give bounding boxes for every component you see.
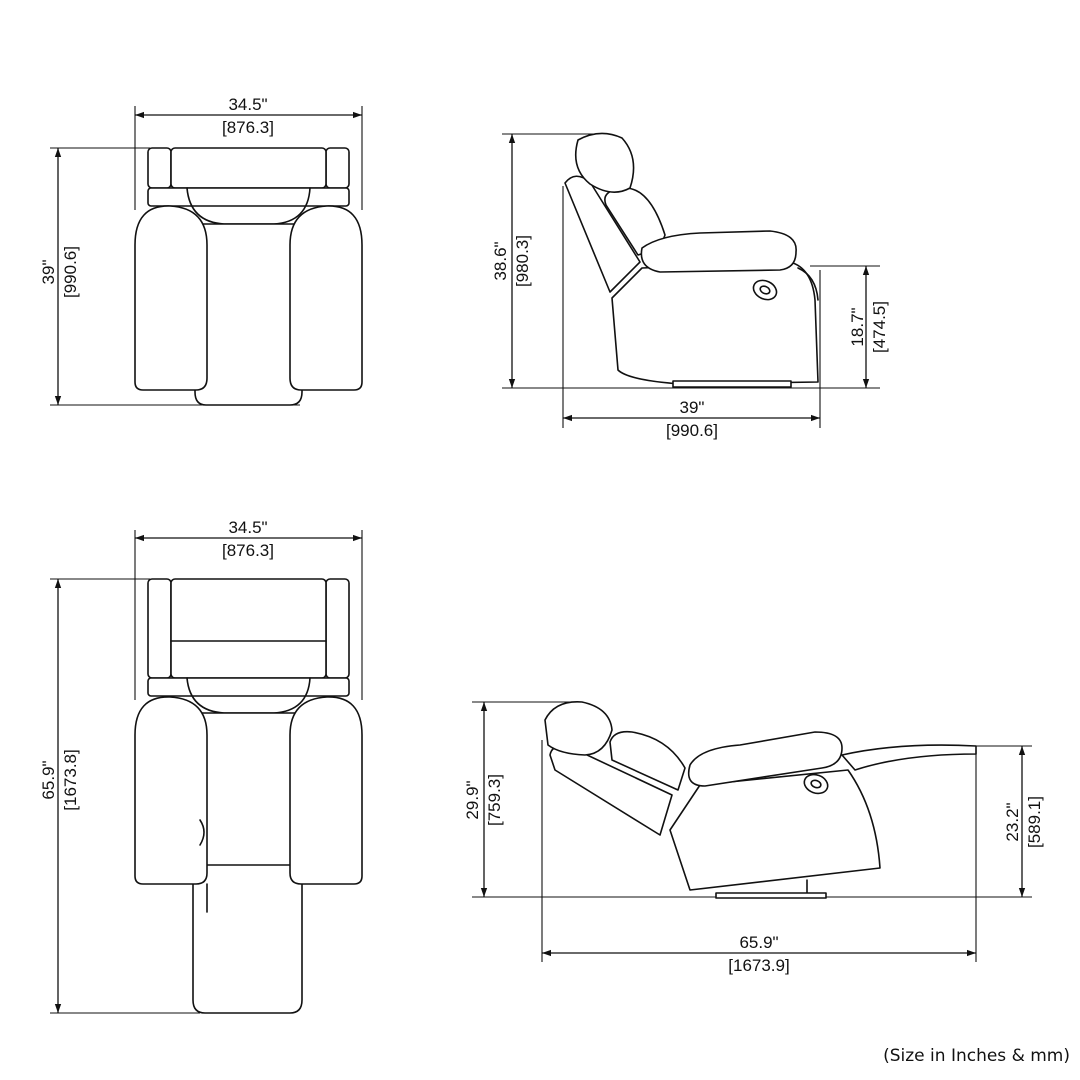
- seat-height-mm-label: [474.5]: [870, 301, 889, 353]
- depth-mm-label: [1673.9]: [728, 956, 789, 975]
- right-armrest: [289, 205, 363, 391]
- side-view-upright: 38.6" [980.3] 18.7" [474.5] 39" [990.6]: [491, 132, 889, 440]
- depth-mm-label: [990.6]: [666, 421, 718, 440]
- extended-seat-and-footrest: [192, 712, 303, 1014]
- armrest-pad: [640, 230, 797, 273]
- depth-inches-label: 39": [680, 398, 705, 417]
- right-back-wing: [325, 147, 350, 189]
- height-inches-label: 29.9": [463, 780, 482, 819]
- back-cushion-band: [147, 677, 350, 697]
- footrest-height-inches-label: 23.2": [1003, 802, 1022, 841]
- recline-handle: [803, 773, 829, 795]
- depth-inches-label: 39": [39, 260, 58, 285]
- width-inches-label: 34.5": [228, 95, 267, 114]
- height-mm-label: [980.3]: [513, 235, 532, 287]
- right-back-wing: [325, 578, 350, 679]
- reclined-seat-base: [669, 769, 881, 891]
- width-mm-label: [876.3]: [222, 118, 274, 137]
- recline-handle: [199, 819, 205, 846]
- side-view-reclined: 29.9" [759.3] 23.2" [589.1] 65.9" [1673.…: [463, 701, 1044, 975]
- reclined-armrest-pad: [687, 731, 843, 787]
- seat-height-inches-label: 18.7": [848, 307, 867, 346]
- seat-cushion: [194, 223, 303, 406]
- swivel-base: [715, 892, 827, 899]
- back-cushion-band: [147, 187, 350, 207]
- top-view-reclined: 34.5" [876.3] 65.9" [1673.8]: [39, 518, 363, 1014]
- swivel-base: [672, 380, 792, 388]
- recline-handle-grip: [810, 779, 822, 789]
- top-view-upright: 34.5" [876.3] 39" [990.6]: [39, 95, 363, 406]
- headrest-pillow: [574, 132, 635, 193]
- left-armrest: [134, 696, 208, 885]
- headrest-cushion: [170, 147, 327, 189]
- depth-inches-label: 65.9": [739, 933, 778, 952]
- recline-handle-grip: [759, 285, 771, 295]
- reclined-headrest-pillow: [544, 701, 613, 756]
- seat-base: [611, 261, 819, 385]
- left-back-wing: [147, 578, 172, 679]
- depth-inches-label: 65.9": [39, 760, 58, 799]
- reclined-back: [170, 578, 327, 679]
- recline-handle: [752, 279, 778, 301]
- left-armrest: [134, 205, 208, 391]
- backrest-frame: [564, 175, 641, 293]
- height-inches-label: 38.6": [491, 241, 510, 280]
- reclined-back-cushion: [609, 730, 686, 791]
- extended-footrest: [841, 744, 977, 771]
- left-back-wing: [147, 147, 172, 189]
- units-note: (Size in Inches & mm): [883, 1046, 1070, 1066]
- footrest-fold: [797, 267, 819, 301]
- depth-mm-label: [990.6]: [61, 246, 80, 298]
- width-inches-label: 34.5": [228, 518, 267, 537]
- right-armrest: [289, 696, 363, 885]
- depth-mm-label: [1673.8]: [61, 749, 80, 810]
- height-mm-label: [759.3]: [485, 774, 504, 826]
- width-mm-label: [876.3]: [222, 541, 274, 560]
- footrest-height-mm-label: [589.1]: [1025, 796, 1044, 848]
